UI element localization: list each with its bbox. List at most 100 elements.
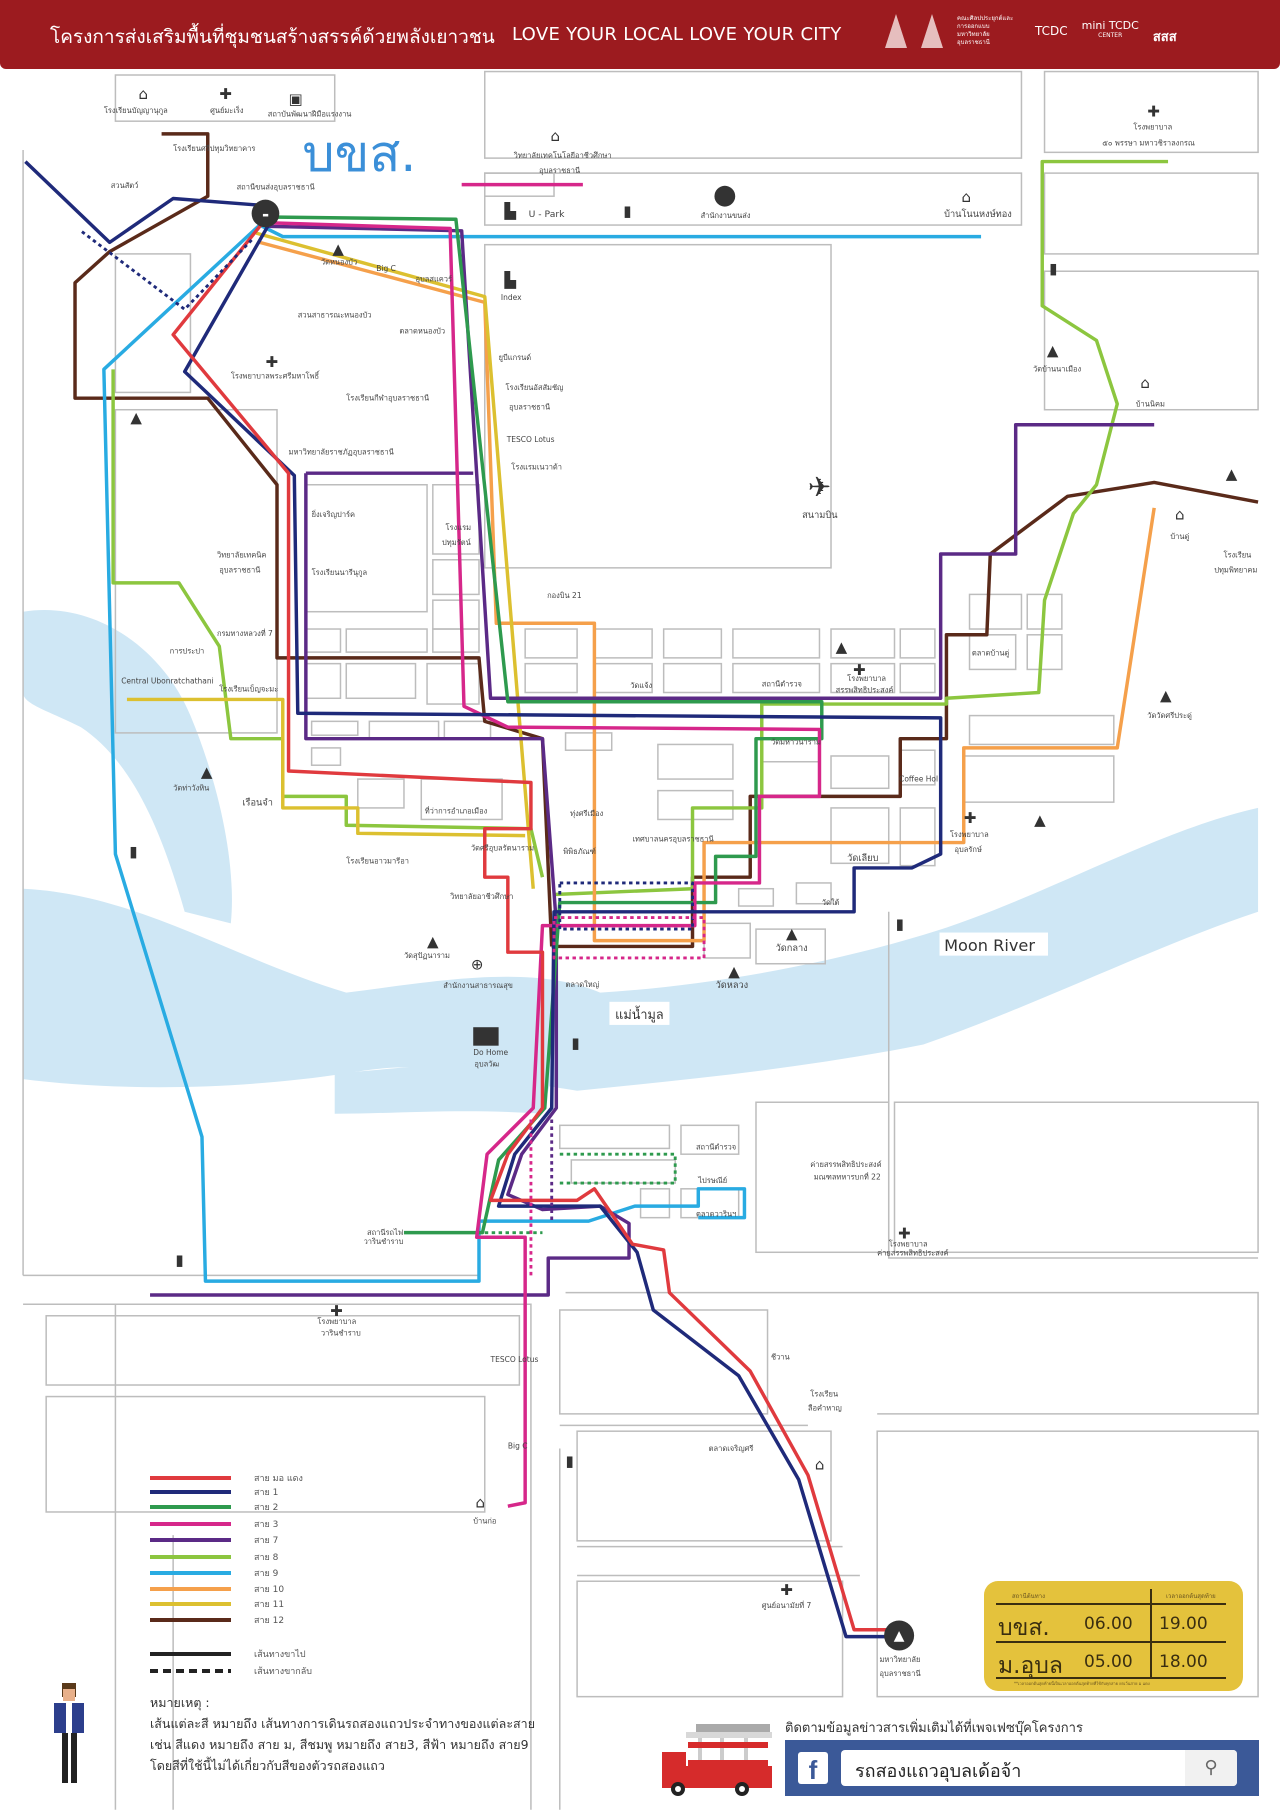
- map-label: บ้านดู่: [1170, 532, 1189, 541]
- university-marker[interactable]: ▲: [884, 1620, 915, 1651]
- map-label: สรรพสิทธิประสงค์: [836, 686, 894, 695]
- map-label: สถานีรถไฟ: [367, 1228, 403, 1237]
- facebook-page-name: รถสองแถวอุบลเด้อจ้า: [855, 1761, 1022, 1782]
- temple-icon: ▲: [1047, 341, 1059, 359]
- gas-station-icon: ▮: [896, 915, 904, 933]
- legend-label: เส้นทางขาไป: [254, 1650, 306, 1660]
- legend-label: สาย 11: [254, 1600, 285, 1610]
- legend-item-9: สาย 9: [150, 1567, 450, 1579]
- temple-icon: ▲: [1034, 811, 1046, 829]
- map-label: โรงเรียนบัญญานุกูล: [104, 106, 168, 115]
- legend-item-3: สาย 3: [150, 1518, 450, 1530]
- map-label: ไปรษณีย์: [697, 1176, 727, 1185]
- map-label: สถานีตำรวจ: [696, 1143, 736, 1152]
- map-label: มณฑลทหารบกที่ 22: [814, 1172, 881, 1182]
- legend-item-7: สาย 7: [150, 1534, 450, 1546]
- river-label-english: Moon River: [944, 936, 1035, 955]
- faculty-logo-icon: [921, 14, 943, 48]
- map-label: Central Ubonratchathani: [121, 676, 214, 685]
- map-label: การประปา: [170, 646, 205, 655]
- map-label: ตลาดใหญ่: [566, 980, 600, 989]
- legend-label: สาย มอ แดง: [254, 1474, 303, 1484]
- map-label: บ้านก่อ: [473, 1517, 496, 1526]
- slogan: LOVE YOUR LOCAL LOVE YOUR CITY: [512, 24, 842, 45]
- legend-label: สาย 7: [254, 1536, 279, 1546]
- map-label: โรงเรียน: [810, 1390, 838, 1399]
- map-label: Big C: [508, 1441, 528, 1450]
- map-label: TESCO Lotus: [506, 435, 555, 444]
- map-label: ชีวาน: [771, 1353, 790, 1362]
- search-icon[interactable]: ⚲: [1185, 1750, 1237, 1786]
- legend-swatch: [150, 1476, 231, 1480]
- do-home-logo-icon: [473, 1027, 499, 1046]
- return-routes-dotted: [79, 229, 706, 1276]
- map-label: มหาวิทยาลัย: [879, 1655, 920, 1664]
- map-label: โรงเรียนนารีนุกูล: [312, 568, 367, 577]
- legend-label: สาย 1: [254, 1488, 279, 1498]
- map-label: อุบลราชธานี: [879, 1669, 920, 1678]
- hospital-icon: ✚: [330, 1302, 343, 1320]
- hospital-icon: ✚: [265, 353, 278, 371]
- map-label: สวนสัตว์: [111, 181, 139, 190]
- map-label: ค่ายสรรพสิทธิประสงค์: [810, 1160, 881, 1169]
- map-label: วัดวัดศรีประดู่: [1147, 711, 1192, 720]
- legend-label: สาย 3: [254, 1520, 279, 1530]
- legend-swatch: [150, 1490, 231, 1494]
- center-text: CENTER: [1098, 32, 1123, 39]
- river-label-bg: [609, 1001, 670, 1025]
- map-label: โรงพยาบาล: [950, 830, 989, 839]
- route-green-2: [267, 215, 824, 1235]
- map-label: โรงเรียนอาวมารีอา: [346, 856, 409, 865]
- temple-icon: ▲: [894, 1628, 905, 1644]
- map-label: Coffee Hol: [899, 774, 938, 783]
- notes-line: โดยสีที่ใช้นี้ไม่ได้เกี่ยวกับสีของตัวรถส…: [150, 1758, 385, 1773]
- temple-icon: ▲: [836, 638, 848, 656]
- map-label: สำนักงานขนส่ง: [701, 211, 751, 220]
- legend-label: สาย 8: [254, 1553, 279, 1563]
- map-label: วัดเลียบ: [847, 853, 878, 864]
- map-label: ตลาดหนองบัว: [399, 327, 445, 336]
- mini-tcdc-text: mini TCDC: [1081, 19, 1139, 32]
- map-label: ปทุมรัตน์: [442, 538, 471, 547]
- map-label: โรงพยาบาล: [317, 1317, 356, 1326]
- map-label: วารินชำราบ: [364, 1237, 404, 1246]
- map-label: วารินชำราบ: [321, 1328, 361, 1337]
- timetable-row: ม.อุบล 05.00 18.00: [996, 1641, 1226, 1679]
- map-label: ตลาดบ้านดู่: [972, 649, 1010, 658]
- column-header-origin: สถานีต้นทาง: [1012, 1593, 1046, 1600]
- map-label: โรงพยาบาลพระศรีมหาโพธิ์: [231, 371, 321, 381]
- legend-swatch: [150, 1602, 231, 1606]
- house-icon: ⌂: [1175, 505, 1185, 523]
- bus-terminal-marker[interactable]: ▬: [251, 199, 280, 228]
- facebook-page-search-input[interactable]: รถสองแถวอุบลเด้อจ้า ⚲: [841, 1750, 1237, 1786]
- map-label: ยิ่งเจริญปาร์ค: [311, 509, 355, 519]
- school-icon: ⌂: [551, 127, 561, 145]
- facebook-icon[interactable]: f: [798, 1752, 828, 1785]
- mall-icon: ▙: [503, 271, 516, 289]
- route-red-mo: [171, 218, 889, 1632]
- map-label: โรงพยาบาล: [847, 674, 886, 683]
- house-icon: ⌂: [815, 1455, 825, 1473]
- map-label: TESCO Lotus: [490, 1355, 539, 1364]
- last-departure: 18.00: [1159, 1652, 1208, 1672]
- legend-item-1: สาย 1: [150, 1486, 450, 1498]
- legend-item-outbound: เส้นทางขาไป: [150, 1648, 450, 1660]
- temple-icon: ▲: [201, 763, 213, 781]
- legend-label: สาย 10: [254, 1585, 285, 1595]
- route-yellow-11: [126, 231, 535, 889]
- building-icon: ▣: [289, 90, 303, 108]
- map-label: มหาวิทยาลัยราชภัฏอุบลราชธานี: [289, 448, 394, 457]
- dashed-line-swatch: [150, 1669, 231, 1673]
- university-logo-icon: [885, 14, 907, 48]
- map-label: สำนักงานสาธารณสุข: [443, 981, 513, 990]
- legend-swatch: [150, 1505, 231, 1509]
- header-banner: โครงการส่งเสริมพื้นที่ชุมชนสร้างสรรค์ด้ว…: [0, 0, 1280, 69]
- station-title: บขส.: [302, 124, 416, 183]
- map-label: วิทยาลัยเทคโนโลยีอาชีวศึกษา: [513, 151, 612, 160]
- map-label: Big C: [376, 264, 396, 273]
- hospital-icon: ✚: [780, 1581, 793, 1599]
- notes-section: หมายเหตุ : เส้นแต่ละสี หมายถึง เส้นทางกา…: [150, 1692, 535, 1776]
- legend-swatch: [150, 1538, 231, 1542]
- map-label: สนามบิน: [802, 510, 838, 521]
- temple-icon: ▲: [1160, 687, 1172, 705]
